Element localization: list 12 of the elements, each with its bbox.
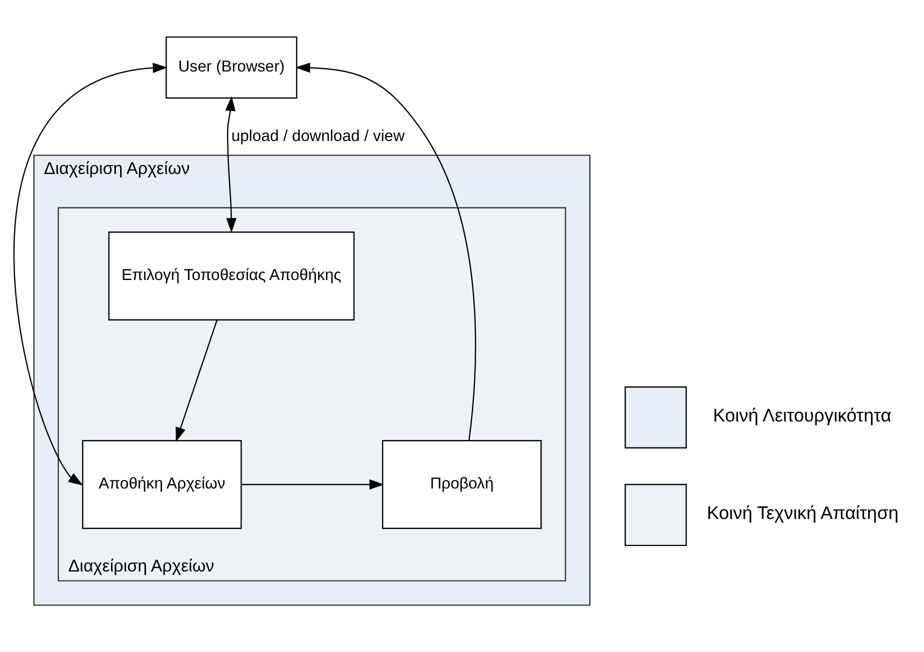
arrow	[224, 96, 236, 233]
node-box: User (Browser)	[165, 36, 297, 99]
node-box: Αποθήκη Αρχείων	[82, 440, 242, 529]
node-box: Επιλογή Τοποθεσίας Αποθήκης	[108, 232, 354, 321]
arrow	[12, 62, 167, 486]
edge-label: upload / download / view	[230, 128, 404, 146]
legend-label: Κοινή Λειτουργικότητα	[712, 404, 891, 426]
node-box: Προβολή	[382, 440, 542, 529]
legend-label: Κοινή Τεχνική Απαίτηση	[706, 502, 898, 524]
arrow	[294, 62, 476, 441]
arrow	[241, 479, 384, 490]
arrow	[175, 320, 218, 442]
